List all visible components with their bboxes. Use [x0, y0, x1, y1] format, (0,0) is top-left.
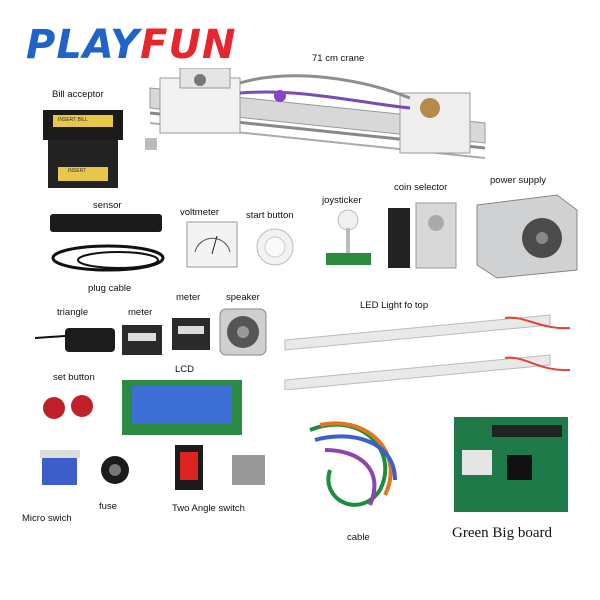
- crane-image: [145, 68, 486, 159]
- label-voltmeter: voltmeter: [180, 207, 220, 218]
- label-coin-selector: coin selector: [394, 182, 448, 193]
- power-supply-image: [476, 194, 578, 279]
- label-lcd: LCD: [175, 364, 195, 375]
- label-two-angle-switch: Two Angle switch: [172, 503, 245, 514]
- coin-selector-image: [388, 202, 457, 269]
- logo-part-fun: FUN: [140, 22, 237, 68]
- label-power-supply: power supply: [490, 175, 546, 186]
- label-speaker: speaker: [226, 292, 260, 303]
- fuse-image: [101, 456, 129, 484]
- label-bill-acceptor: Bill acceptor: [52, 89, 104, 100]
- meter-1-image: [122, 325, 162, 355]
- label-meter-1: meter: [128, 307, 153, 318]
- micro-switch-image: [40, 450, 80, 485]
- cable-image: [309, 421, 397, 507]
- bill-acceptor-image: [43, 110, 123, 188]
- label-micro-switch: Micro swich: [22, 513, 72, 524]
- lcd-image: [122, 380, 242, 435]
- label-cable: cable: [347, 532, 370, 543]
- label-meter-2: meter: [176, 292, 201, 303]
- label-green-big-board: Green Big board: [452, 525, 552, 541]
- green-big-board-image: [454, 417, 568, 512]
- speaker-image: [219, 308, 267, 356]
- logo-part-play: PLAY: [26, 22, 141, 68]
- label-set-button: set button: [53, 372, 95, 383]
- meter-2-image: [172, 318, 210, 350]
- start-button-image: [256, 228, 294, 266]
- label-joysticker: joysticker: [322, 195, 362, 206]
- joysticker-image: [326, 209, 371, 265]
- sensor-image: [50, 214, 162, 232]
- triangle-image: [35, 328, 115, 352]
- label-fuse: fuse: [99, 501, 117, 512]
- set-button-image: [43, 395, 93, 419]
- bill-acceptor-text-2: INSERT: [68, 168, 87, 174]
- led-light-image: [284, 314, 571, 390]
- label-led-light: LED Light fo top: [360, 300, 429, 311]
- two-angle-switch-image: [175, 445, 265, 490]
- bill-acceptor-text-1: INSERT BILL: [58, 117, 88, 123]
- label-plug-cable: plug cable: [88, 283, 132, 294]
- plug-cable-image: [51, 244, 165, 272]
- label-start-button: start button: [246, 210, 294, 221]
- label-crane: 71 cm crane: [312, 53, 365, 64]
- label-sensor: sensor: [93, 200, 122, 211]
- voltmeter-image: [186, 221, 238, 268]
- label-triangle: triangle: [57, 307, 89, 318]
- playfun-logo: PLAYFUN: [26, 22, 236, 68]
